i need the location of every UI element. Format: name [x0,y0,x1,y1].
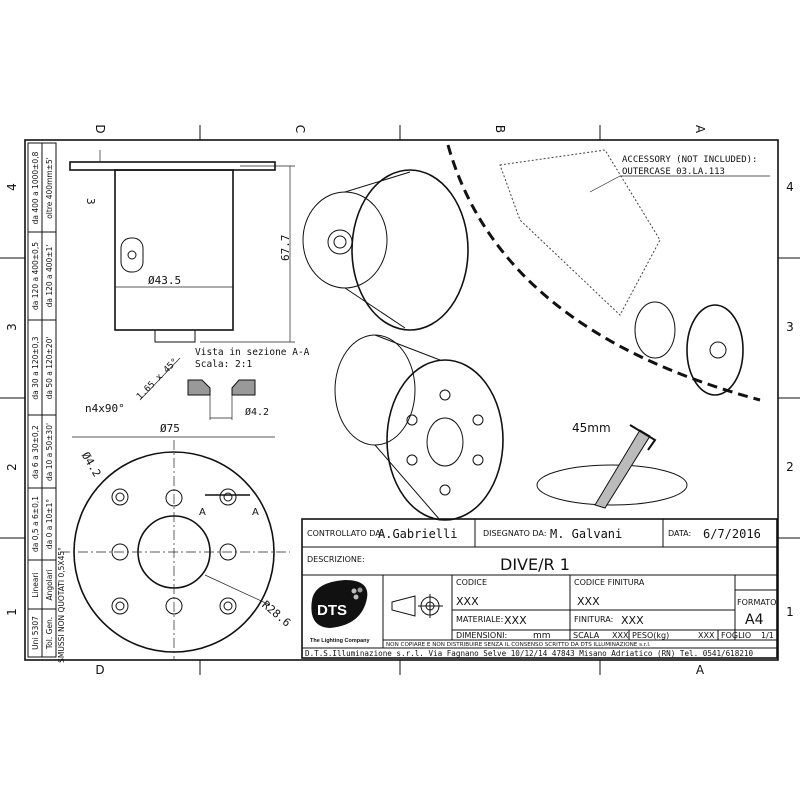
finitura-label: FINITURA: [574,615,613,624]
codice-finitura-value: XXX [577,595,600,608]
scala-value: XXX [612,631,629,640]
dim-chamfer: 1.65 x 45° [135,357,180,402]
dim-flange-thickness: 3 [84,198,97,205]
section-view: Vista in sezione A-A Scala: 2:1 Ø4.2 1.6… [135,347,310,420]
isometric-view-front [334,334,504,521]
section-marker-left: A [199,507,206,518]
peso-label: PESO(kg) [632,631,669,640]
controllato-label: CONTROLLATO DA: [307,529,383,538]
dim-radius: R28.6 [259,598,293,629]
scala-label: SCALA [573,631,600,640]
dimensioni-value: mm [533,631,551,641]
zone-label: A [693,125,707,134]
tol-cell: da 400 a 1000±0,8 [31,151,40,224]
zone-label: D [95,663,104,677]
tol-cell: da 0 a 10±1° [45,499,54,549]
accessory-line2: OUTERCASE 03.LA.113 [622,167,725,177]
tol-cell: da 120 a 400±1' [45,245,54,308]
tol-cell: Lineari [31,572,40,597]
codice-finitura-label: CODICE FINITURA [574,578,645,587]
dim-hole-small: Ø4.2 [245,406,269,418]
tol-cell: Angolari [45,569,54,600]
codice-value: XXX [456,595,479,608]
dts-logo: DTS The Lighting Company [310,580,371,644]
zone-label: 3 [5,323,19,331]
svg-text:The Lighting Company: The Lighting Company [310,638,371,644]
materiale-value: XXX [504,614,527,627]
zone-label: 1 [786,605,794,619]
svg-text:DTS: DTS [317,602,347,619]
tol-note: SMUSSI NON QUOTATI 0,5X45° [57,547,66,663]
zone-label: 2 [786,460,794,474]
dim-body-diameter: Ø43.5 [148,274,181,287]
materiale-label: MATERIALE: [456,615,503,624]
section-title: Vista in sezione A-A [195,347,310,358]
foglio-label: FOGLIO [721,631,751,640]
isometric-view-back [302,169,469,331]
copyright-note: NON COPIARE E NON DISTRIBUIRE SENZA IL C… [386,642,651,648]
zone-ticks [0,125,800,675]
zone-label: A [696,663,705,677]
formato-value: A4 [745,612,764,628]
descrizione-label: DESCRIZIONE: [307,555,365,564]
controllato-value: A.Gabrielli [378,527,457,541]
section-scale: Scala: 2:1 [195,359,252,370]
drawing-frame [24,139,779,661]
tol-cell: da 6 a 30±0,2 [31,425,40,479]
foglio-value: 1/1 [761,631,774,640]
saw-cut-illustration: 45mm [536,421,688,509]
zone-label: C [293,125,307,133]
tol-cell: oltre 400mm±5' [45,157,54,219]
title-block: CONTROLLATO DA: A.Gabrielli DISEGNATO DA… [301,518,778,659]
zone-label: 3 [786,320,794,334]
tol-cell: Uni 5307 [31,616,40,650]
dim-flange-diameter: Ø75 [160,422,180,435]
finitura-value: XXX [621,614,644,627]
zone-label: 2 [5,463,19,471]
tol-cell: da 50 a 120±20' [45,337,54,400]
dim-holes: n4x90° [85,402,125,415]
disegnato-value: M. Galvani [550,527,622,541]
peso-value: XXX [698,631,715,640]
projection-symbol [391,594,443,618]
tol-cell: da 0,5 a 6±0,1 [31,496,40,552]
tol-cell: Tol. Gen. [45,617,54,650]
zone-label: 4 [5,183,19,191]
zone-label: D [93,124,107,133]
dim-height: 67.7 [279,235,292,262]
tol-cell: da 10 a 50±30' [45,423,54,481]
tol-cell: da 120 a 400±0,5 [31,242,40,310]
tol-cell: da 30 a 120±0,3 [31,336,40,399]
dimensioni-label: DIMENSIONI: [456,631,507,640]
zone-label: 1 [5,608,19,616]
tolerance-table: Uni 5307 Lineari da 0,5 a 6±0,1 da 6 a 3… [27,142,66,663]
formato-label: FORMATO [737,598,776,607]
section-marker-right: A [252,507,259,518]
front-view: n4x90° Ø75 A A Ø4.2 R28.6 [60,402,293,660]
disegnato-label: DISEGNATO DA: [483,529,546,538]
data-value: 6/7/2016 [703,527,761,541]
zone-label: 4 [786,180,794,194]
data-label: DATA: [668,529,691,538]
accessory-line1: ACCESSORY (NOT INCLUDED): [622,155,757,165]
side-view: 3 Ø43.5 67.7 [69,150,295,343]
descrizione-value: DIVE/R 1 [500,555,570,574]
company-address: D.T.S.Illuminazione s.r.l. Via Fagnano S… [305,649,753,658]
zone-label: B [493,125,507,133]
codice-label: CODICE [456,578,487,587]
dim-hole-diameter: Ø4.2 [79,450,104,479]
cut-length: 45mm [572,421,611,435]
accessory-view: ACCESSORY (NOT INCLUDED): OUTERCASE 03.L… [446,144,770,402]
